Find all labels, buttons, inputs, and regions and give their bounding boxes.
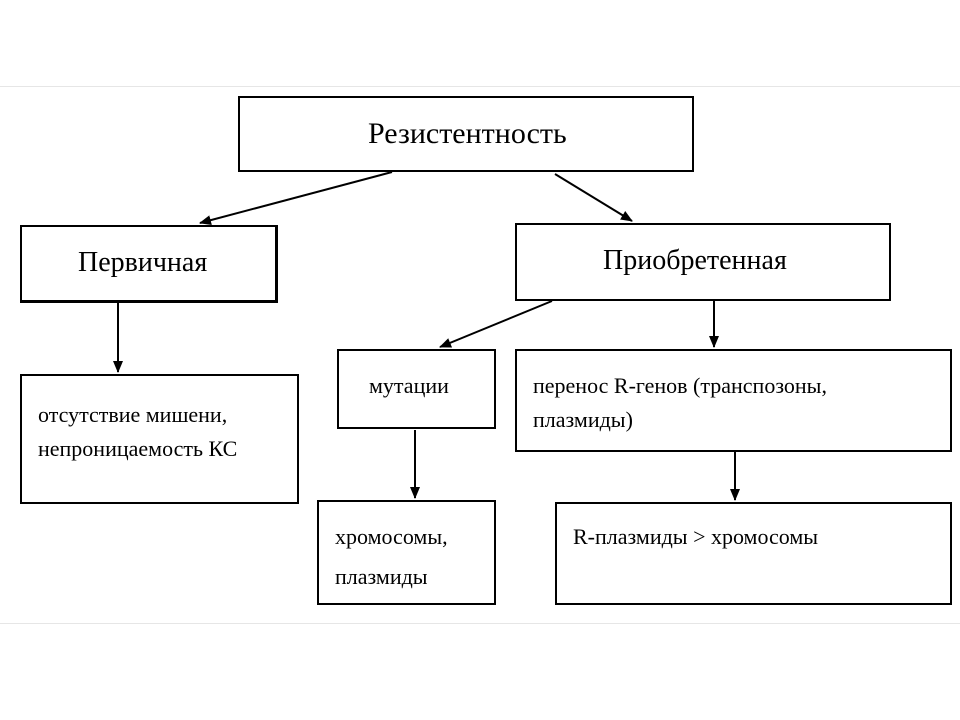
- node-primary-detail: отсутствие мишени, непроницаемость КС: [20, 374, 299, 504]
- primary-detail-line2: непроницаемость КС: [38, 436, 238, 461]
- node-resistance: Резистентность: [238, 96, 694, 172]
- arrow-resistance-to-primary: [199, 171, 393, 226]
- primary-detail-line1: отсутствие мишени,: [38, 402, 228, 427]
- node-primary-label: Первичная: [78, 247, 208, 278]
- transfer-line2: плазмиды): [533, 407, 633, 432]
- node-r-gene-transfer: перенос R-генов (транспозоны, плазмиды): [515, 349, 952, 452]
- node-mutations: мутации: [337, 349, 496, 429]
- node-mutations-label: мутации: [369, 373, 449, 398]
- node-acquired: Приобретенная: [515, 223, 891, 301]
- node-primary: Первичная: [20, 225, 278, 303]
- transfer-detail-label: R-плазмиды > хромосомы: [573, 524, 819, 549]
- node-resistance-label: Резистентность: [368, 117, 567, 150]
- mutations-detail-line1: хромосомы,: [335, 524, 448, 549]
- node-transfer-detail: R-плазмиды > хромосомы: [555, 502, 952, 605]
- transfer-line1: перенос R-генов (транспозоны,: [533, 373, 827, 398]
- node-acquired-label: Приобретенная: [603, 245, 787, 276]
- arrow-resistance-to-acquired: [554, 173, 633, 222]
- mutations-detail-line2: плазмиды: [335, 564, 428, 589]
- node-mutations-detail: хромосомы, плазмиды: [317, 500, 496, 605]
- arrow-acquired-to-mutations: [439, 300, 553, 348]
